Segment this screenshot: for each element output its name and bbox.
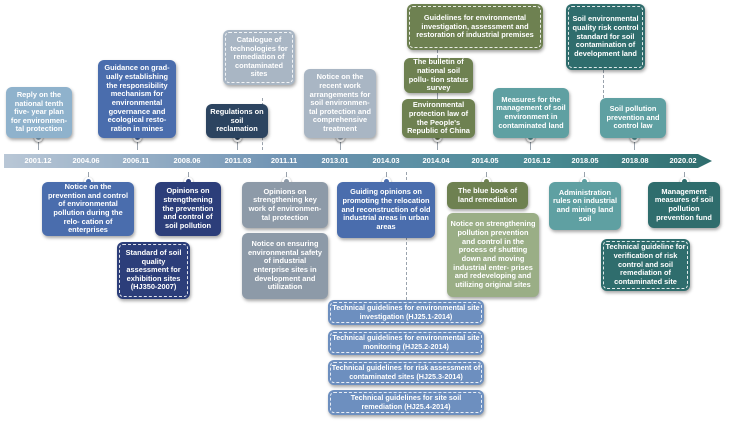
- year-label: 2014.05: [471, 156, 499, 165]
- policy-box-2008-06: Opinions on strengthening the prevention…: [155, 182, 221, 236]
- year-label: 2014.04: [422, 156, 450, 165]
- connector-line: [530, 137, 531, 150]
- connector-line: [437, 137, 438, 150]
- policy-box-industrial-guidelines: Guidelines for environmental investigati…: [407, 4, 543, 50]
- policy-box-2013-01: Notice on the recent work arrangements f…: [304, 69, 376, 138]
- policy-box-2014-04-bulletin: The bulletin of national soil pollu- tio…: [404, 57, 473, 93]
- policy-box-2011-03: Regulations on soil reclamation: [206, 104, 268, 138]
- policy-box-2011-11-opinions: Opinions on strengthening key work of en…: [242, 182, 328, 228]
- year-label: 2014.03: [372, 156, 400, 165]
- policy-box-2011-11: Catalogue of technologies for remediatio…: [223, 30, 295, 85]
- tech-guideline-hj25-4: Technical guidelines for site soil remed…: [328, 390, 484, 415]
- year-label: 2011.03: [224, 156, 252, 165]
- policy-box-2014-04-law: Environmental protection law of the Peop…: [402, 99, 475, 138]
- timeline-arrow: [4, 154, 712, 168]
- policy-box-2001-12: Reply on the national tenth five- year p…: [6, 87, 72, 138]
- policy-box-2018-05: Administration rules on industrial and m…: [549, 182, 621, 230]
- policy-box-2014-05-bluebook: The blue book of land remediation: [447, 182, 528, 209]
- year-label: 2018.05: [571, 156, 599, 165]
- year-label: 2018.08: [621, 156, 649, 165]
- year-label: 2016.12: [523, 156, 551, 165]
- connector-line: [38, 137, 39, 150]
- year-label: 2013.01: [321, 156, 349, 165]
- policy-box-2016-12: Measures for the management of soil envi…: [493, 88, 569, 138]
- policy-box-2014-03: Guiding opinions on promoting the reloca…: [337, 182, 435, 238]
- tech-guideline-hj25-2: Technical guidelines for environmental s…: [328, 330, 484, 355]
- year-label: 2006.11: [122, 156, 150, 165]
- connector-line: [137, 137, 138, 150]
- connector-line: [237, 137, 238, 150]
- policy-box-2006-11: Guidance on grad- ually establishing the…: [98, 60, 176, 138]
- policy-box-2011-11-notice: Notice on ensuring environmental safety …: [242, 233, 328, 299]
- policy-box-hj350-2007: Standard of soil quality assessment for …: [117, 242, 190, 299]
- year-label: 2008.06: [173, 156, 201, 165]
- connector-line: [437, 93, 438, 99]
- policy-box-2018-08: Soil pollution prevention and control la…: [600, 98, 666, 138]
- policy-box-2020-02: Management measures of soil pollution pr…: [648, 182, 720, 228]
- year-label: 2020.02: [669, 156, 697, 165]
- tech-guideline-hj25-1: Technical guidelines for environmental s…: [328, 300, 484, 325]
- policy-box-2004-06: Notice on the prevention and control of …: [42, 182, 134, 236]
- year-label: 2001.12: [24, 156, 52, 165]
- year-label: 2004.06: [72, 156, 100, 165]
- tech-guideline-hj25-3: Technical guidelines for risk assessment…: [328, 360, 484, 385]
- connector-line: [340, 137, 341, 150]
- connector-line: [437, 50, 438, 58]
- policy-box-verification-guideline: Technical guideline for verification of …: [601, 239, 690, 291]
- connector-line: [634, 137, 635, 150]
- year-label: 2011.11: [270, 156, 298, 165]
- policy-box-soil-standard: Soil environmental quality risk control …: [566, 4, 645, 70]
- connector-line: [603, 70, 604, 98]
- policy-box-2014-05-notice: Notice on strengthening pollution preven…: [447, 213, 539, 297]
